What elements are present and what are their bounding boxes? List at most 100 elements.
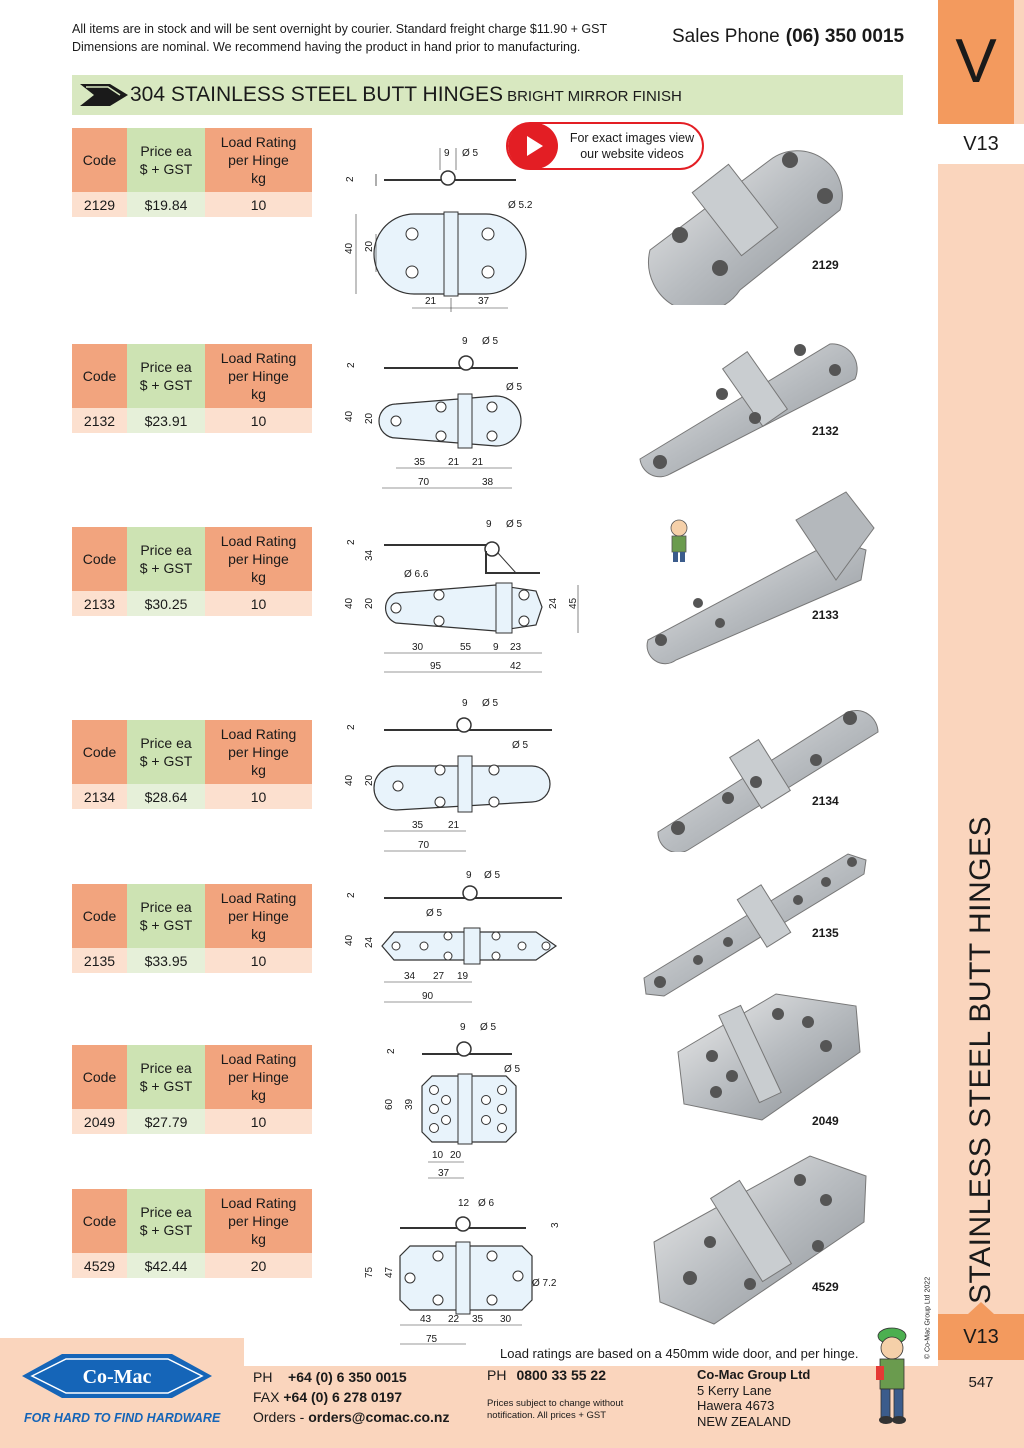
product-price: $28.64 — [127, 784, 205, 809]
copyright-note: © Co-Mac Group Ltd 2022 — [921, 1268, 935, 1368]
product-load: 10 — [205, 192, 312, 217]
dim-pin: 9 — [466, 870, 472, 881]
section-code: V13 — [938, 124, 1024, 164]
photo-2132 — [639, 343, 858, 478]
header-price: Price ea$ + GST — [127, 344, 205, 408]
title-subtitle: BRIGHT MIRROR FINISH — [507, 88, 682, 105]
address-line-2: Hawera 4673 — [697, 1398, 775, 1413]
dim-height: 75 — [364, 1266, 375, 1278]
product-price: $42.44 — [127, 1253, 205, 1278]
dim-w1: 35 — [412, 820, 424, 831]
dim-height: 40 — [344, 410, 355, 422]
dim-t1: 37 — [438, 1168, 450, 1179]
product-code: 2134 — [72, 784, 127, 809]
drawing-2134: 2 9 Ø 5 Ø 5 40 20 35 21 70 — [344, 698, 552, 852]
sales-phone[interactable]: Sales Phone(06) 350 0015 — [672, 26, 904, 48]
dim-inner-height: 39 — [404, 1098, 415, 1110]
orders-row[interactable]: Orders - orders@comac.co.nz — [253, 1407, 450, 1427]
sales-phone-label: Sales Phone — [672, 26, 780, 47]
dim-w2: 27 — [433, 971, 445, 982]
company-address: Co-Mac Group Ltd 5 Kerry Lane Hawera 467… — [697, 1367, 810, 1429]
product-load: 10 — [205, 591, 312, 616]
fax-label: FAX — [253, 1389, 280, 1405]
dim-inner-height: 47 — [384, 1266, 395, 1278]
address-country: NEW ZEALAND — [697, 1413, 791, 1429]
product-price: $27.79 — [127, 1109, 205, 1134]
dim-height: 40 — [344, 597, 355, 609]
dim-thick: 2 — [386, 1048, 397, 1054]
product-price: $30.25 — [127, 591, 205, 616]
dim-t1: 70 — [418, 477, 430, 488]
drawing-2049: 2 9 Ø 5 Ø 5 60 39 10 20 37 — [384, 1022, 521, 1179]
dim-t1: 90 — [422, 991, 434, 1002]
website-video-link[interactable]: For exact images view our website videos — [506, 122, 704, 170]
load-rating-note: Load ratings are based on a 450mm wide d… — [500, 1346, 859, 1361]
dim-inner-height: 20 — [364, 412, 375, 424]
phone-row[interactable]: PH +64 (0) 6 350 0015 — [253, 1367, 450, 1387]
product-load: 10 — [205, 1109, 312, 1134]
company-name: Co-Mac Group Ltd — [697, 1367, 811, 1382]
video-text-line-1: For exact images view — [569, 131, 695, 145]
dim-w3: 9 — [493, 642, 499, 653]
bottom-section-tab[interactable]: V13 — [938, 1302, 1024, 1360]
dim-t2: 42 — [510, 661, 522, 672]
section-letter-tab[interactable]: V — [938, 0, 1014, 124]
sales-phone-number: (06) 350 0015 — [785, 26, 905, 47]
dim-pin-dia: Ø 6 — [478, 1198, 495, 1209]
dim-inner-height: 20 — [364, 240, 375, 252]
dim-w2: 21 — [448, 820, 460, 831]
dim-pin-dia: Ø 5 — [480, 1022, 497, 1033]
dim-pin: 9 — [462, 698, 468, 709]
photo-label-2129: 2129 — [812, 258, 839, 272]
dim-drop: 34 — [364, 549, 375, 561]
section-letter: V — [955, 27, 997, 96]
dim-w2: 55 — [460, 642, 472, 653]
notice-line-1: All items are in stock and will be sent … — [72, 22, 608, 36]
copyright-text: © Co-Mac Group Ltd 2022 — [924, 1276, 932, 1360]
address-line-1: 5 Kerry Lane — [697, 1382, 772, 1398]
dim-w1: 30 — [412, 642, 424, 653]
dim-right-height: 24 — [548, 597, 559, 609]
title-text: 304 STAINLESS STEEL BUTT HINGES — [130, 83, 504, 106]
dim-thick: 2 — [345, 176, 356, 182]
mascot-small-illustration — [670, 519, 688, 562]
dim-w1: 43 — [420, 1314, 432, 1325]
dim-w2: 37 — [478, 296, 490, 307]
photo-2135 — [643, 853, 867, 997]
dim-hole: Ø 7.2 — [532, 1278, 557, 1289]
dim-pin: 9 — [460, 1022, 466, 1033]
dim-height: 40 — [344, 774, 355, 786]
header-code: Code — [72, 884, 127, 948]
comac-logo[interactable]: Co-Mac — [22, 1350, 212, 1402]
page-number: 547 — [968, 1374, 994, 1391]
product-code: 2132 — [72, 408, 127, 433]
photo-2133 — [646, 491, 875, 665]
dim-hole: Ø 5 — [506, 382, 523, 393]
product-code: 2129 — [72, 192, 127, 217]
drawing-4529: 3 12 Ø 6 Ø 7.2 75 47 43 22 35 30 75 — [364, 1198, 561, 1345]
video-text-line-2: our website videos — [580, 147, 684, 161]
dim-height: 40 — [344, 934, 355, 946]
photo-label-2135: 2135 — [812, 926, 839, 940]
drawing-2132: 2 9 Ø 5 Ø 5 40 20 35 21 21 70 38 — [344, 336, 523, 489]
header-code: Code — [72, 720, 127, 784]
fax-row: FAX +64 (0) 6 278 0197 — [253, 1387, 450, 1407]
dim-w3: 21 — [472, 457, 484, 468]
dim-inner-height: 20 — [364, 597, 375, 609]
header-price: Price ea$ + GST — [127, 884, 205, 948]
dim-height: 40 — [344, 242, 355, 254]
dim-w3: 35 — [472, 1314, 484, 1325]
